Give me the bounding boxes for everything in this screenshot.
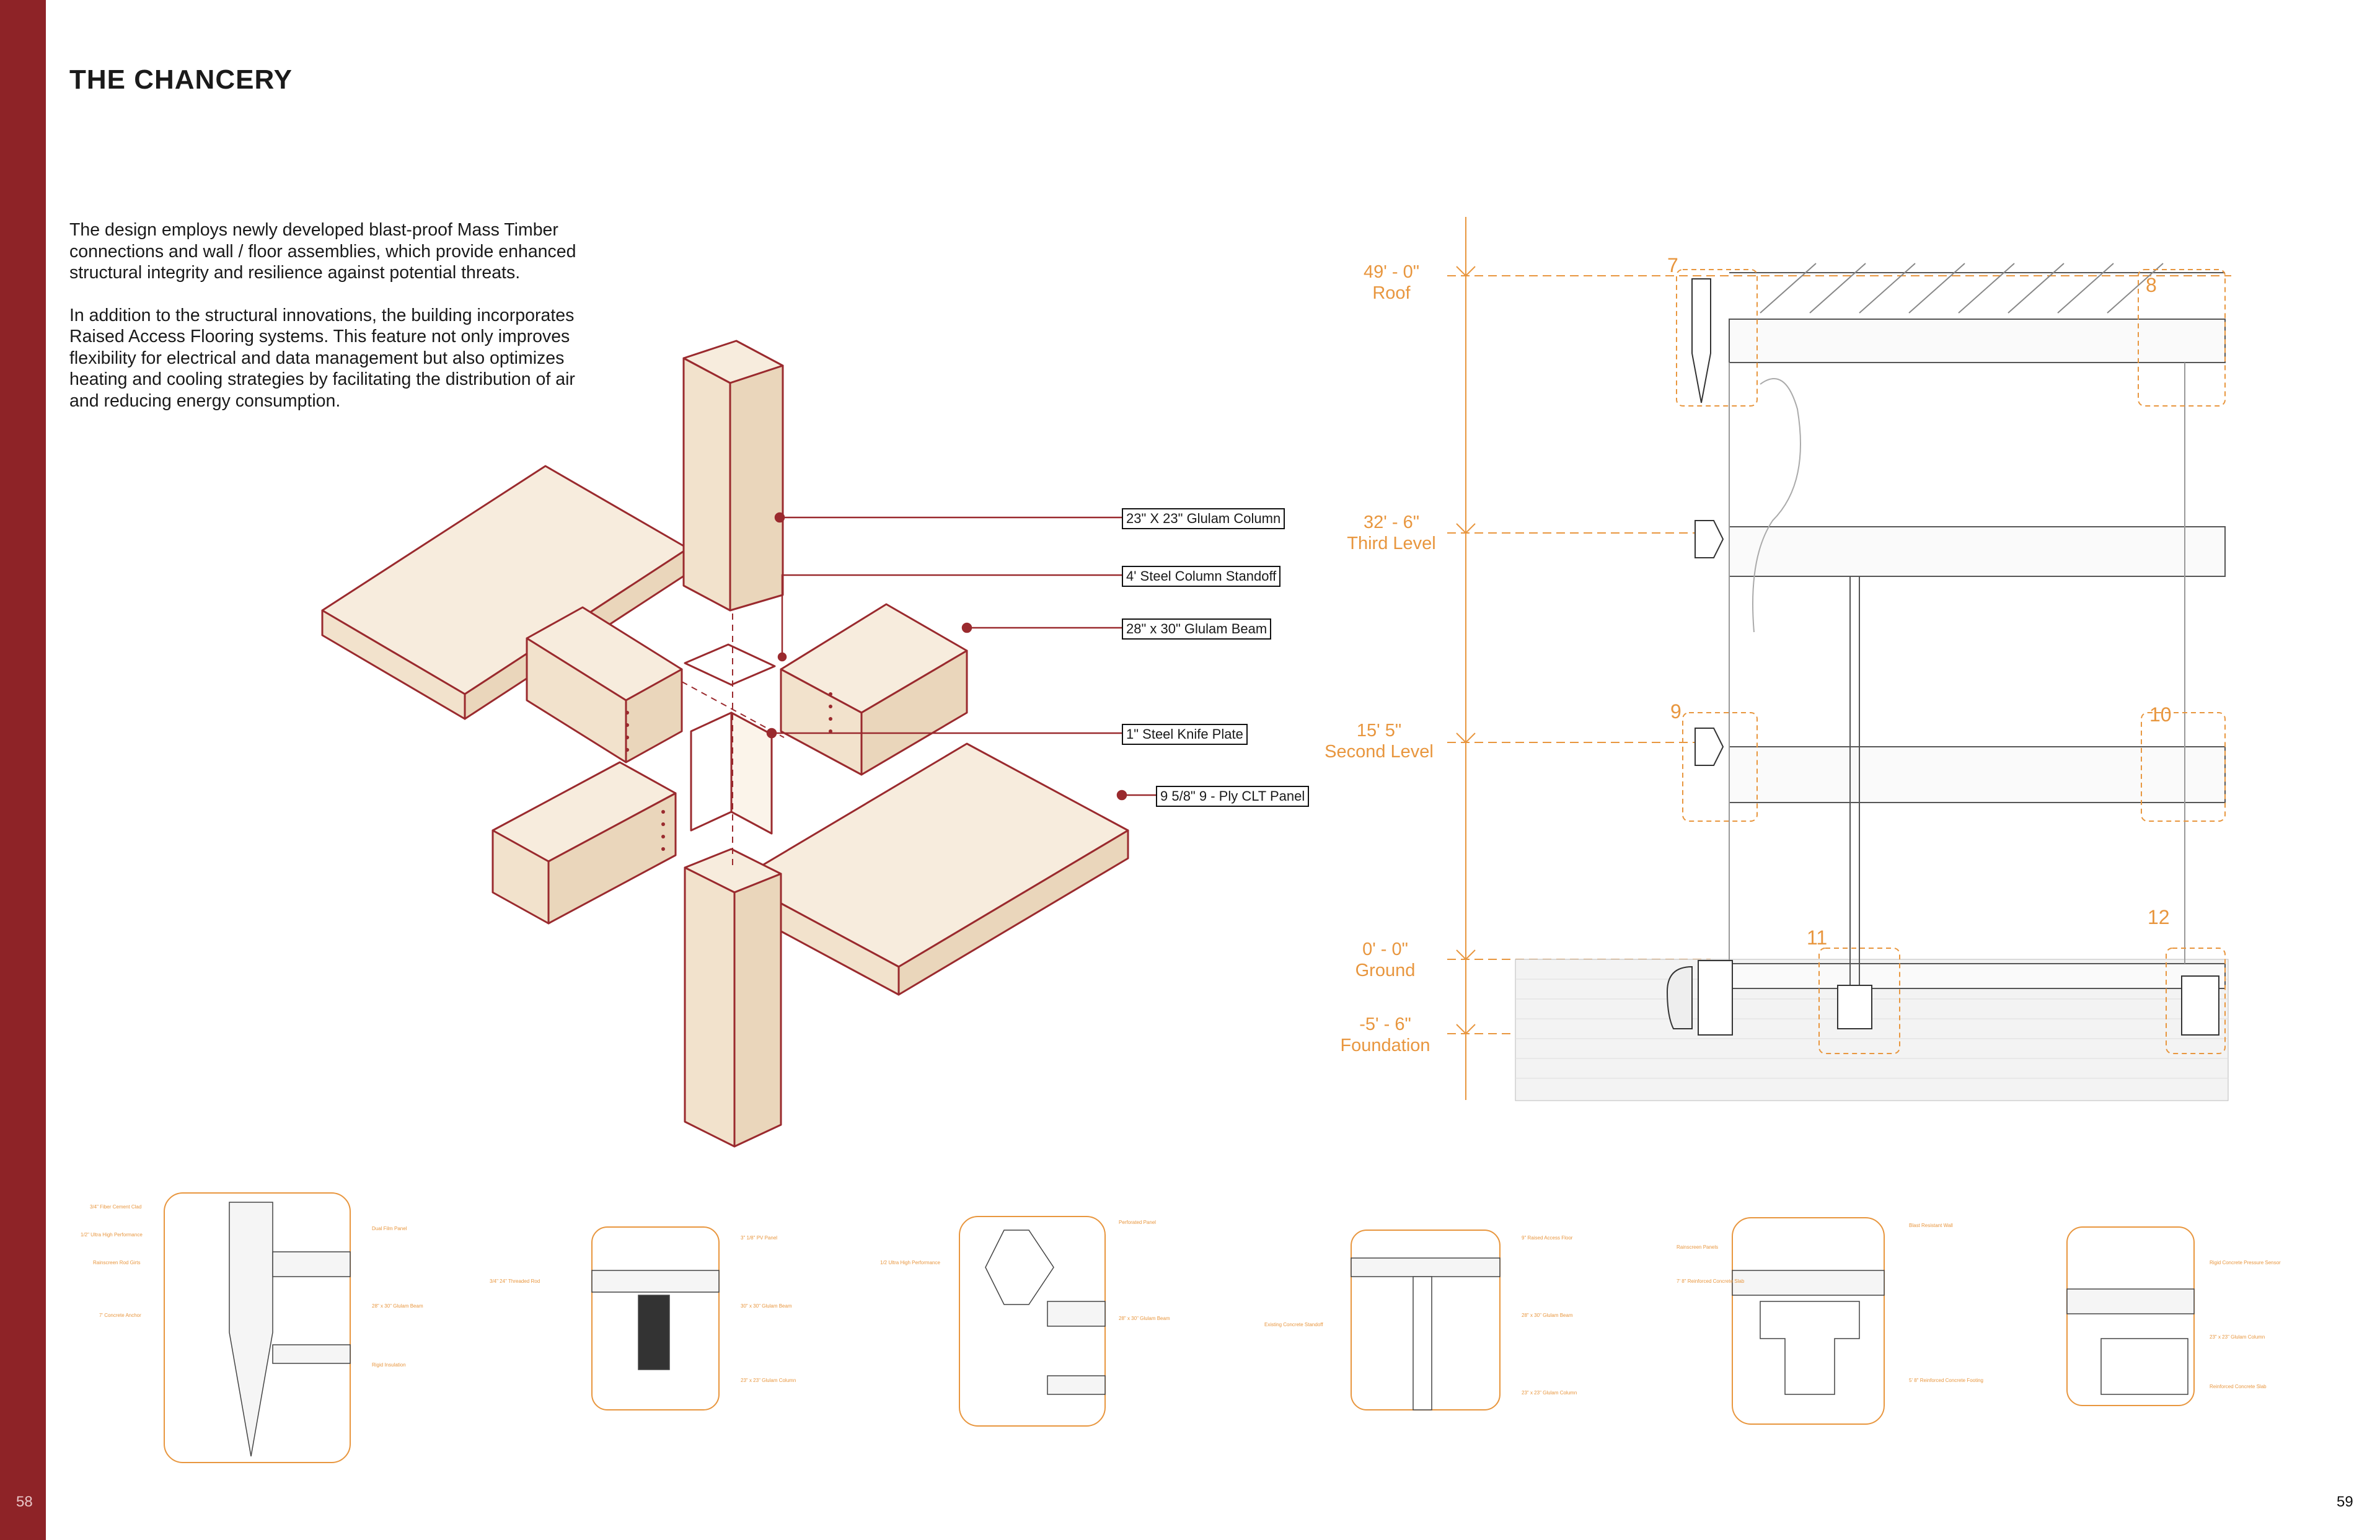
glulam-beam-right-side	[860, 649, 968, 776]
svg-text:Dual Film Panel: Dual Film Panel	[372, 1226, 407, 1231]
detail-frame-7	[164, 1192, 351, 1463]
svg-text:Blast Resistant Wall: Blast Resistant Wall	[1909, 1223, 1953, 1228]
svg-text:Perforated Panel: Perforated Panel	[1119, 1220, 1156, 1225]
detail-frame-8	[591, 1226, 720, 1410]
svg-text:Rainscreen Panels: Rainscreen Panels	[1677, 1244, 1718, 1250]
detail-number-7: 7	[1667, 254, 1678, 276]
level-elevation: 32' - 6"	[1364, 513, 1419, 532]
level-elevation: -5' - 6"	[1359, 1014, 1411, 1034]
svg-text:3/4" 24" Threaded Rod: 3/4" 24" Threaded Rod	[490, 1278, 540, 1284]
callout-glulam-beam: 28" x 30" Glulam Beam	[1122, 618, 1272, 640]
callout-clt-panel: 9 5/8" 9 - Ply CLT Panel	[1156, 786, 1310, 807]
page-number-right: 59	[2337, 1494, 2353, 1510]
svg-text:9" Raised Access Floor: 9" Raised Access Floor	[1522, 1235, 1573, 1241]
page-spine	[0, 0, 46, 1540]
svg-text:1/2" Ultra High Performance: 1/2" Ultra High Performance	[81, 1232, 143, 1238]
callout-knife-plate: 1" Steel Knife Plate	[1122, 724, 1248, 745]
level-name: Foundation	[1340, 1036, 1430, 1055]
page-number-left: 58	[16, 1494, 33, 1510]
svg-text:Existing Concrete Standoff: Existing Concrete Standoff	[1264, 1322, 1323, 1327]
level-foundation: -5' - 6" Foundation	[1317, 1014, 1453, 1056]
level-name: Ground	[1355, 961, 1416, 980]
level-elevation: 0' - 0"	[1362, 939, 1408, 959]
svg-text:23" x 23" Glulam Column: 23" x 23" Glulam Column	[1522, 1390, 1577, 1396]
axis-line-diagonal	[681, 681, 785, 738]
clt-panel-lower-right-side	[897, 829, 1129, 996]
level-name: Third Level	[1347, 534, 1436, 553]
svg-text:28" x 30" Glulam Beam: 28" x 30" Glulam Beam	[1522, 1313, 1573, 1318]
detail-number-8: 8	[2146, 274, 2157, 296]
svg-text:Rainscreen Rod Girts: Rainscreen Rod Girts	[93, 1260, 140, 1265]
facade-fin	[1691, 278, 1711, 403]
svg-text:Rigid Insulation: Rigid Insulation	[372, 1362, 406, 1368]
glulam-beam-front-left-side	[547, 792, 677, 925]
svg-text:Rigid Concrete Pressure Sensor: Rigid Concrete Pressure Sensor	[2210, 1260, 2281, 1265]
svg-text:7' 8" Reinforced Concrete Slab: 7' 8" Reinforced Concrete Slab	[1677, 1278, 1745, 1284]
steel-knife-plate-2	[730, 711, 773, 835]
detail-frame-11	[1732, 1217, 1885, 1425]
svg-text:5' 8" Reinforced Concrete Foot: 5' 8" Reinforced Concrete Footing	[1909, 1378, 1983, 1383]
level-third: 32' - 6" Third Level	[1323, 512, 1460, 554]
detail-frame-12	[2066, 1226, 2195, 1406]
svg-text:23" x 23" Glulam Column: 23" x 23" Glulam Column	[741, 1378, 796, 1383]
svg-text:7' Concrete Anchor: 7' Concrete Anchor	[99, 1313, 141, 1318]
detail-number-10: 10	[2149, 703, 2172, 726]
page-title: THE CHANCERY	[69, 64, 293, 95]
callout-steel-standoff: 4' Steel Column Standoff	[1122, 566, 1281, 587]
level-elevation: 15' 5"	[1356, 721, 1402, 741]
detail-number-11: 11	[1807, 926, 1828, 949]
intro-paragraph-2: In addition to the structural innovation…	[69, 305, 575, 411]
level-roof: 49' - 0" Roof	[1323, 262, 1460, 304]
glulam-column-lower-side	[733, 873, 782, 1148]
svg-text:3/4" Fiber Cement Clad: 3/4" Fiber Cement Clad	[90, 1204, 141, 1210]
detail-number-12: 12	[2148, 906, 2170, 928]
svg-text:Reinforced Concrete Slab: Reinforced Concrete Slab	[2210, 1384, 2267, 1389]
svg-text:23" x 23" Glulam Column: 23" x 23" Glulam Column	[2210, 1334, 2265, 1340]
svg-text:3" 1/8" PV Panel: 3" 1/8" PV Panel	[741, 1235, 777, 1241]
svg-text:28" x 30" Glulam Beam: 28" x 30" Glulam Beam	[1119, 1316, 1170, 1321]
level-ground: 0' - 0" Ground	[1317, 939, 1453, 981]
level-name: Second Level	[1324, 742, 1434, 762]
svg-text:1/2 Ultra High Performance: 1/2 Ultra High Performance	[880, 1260, 940, 1265]
svg-text:30" x 30" Glulam Beam: 30" x 30" Glulam Beam	[741, 1303, 792, 1309]
intro-paragraph-1: The design employs newly developed blast…	[69, 220, 576, 283]
level-elevation: 49' - 0"	[1364, 262, 1419, 282]
detail-number-9: 9	[1670, 700, 1681, 723]
intro-text: The design employs newly developed blast…	[69, 219, 609, 433]
steel-standoff-cap	[684, 643, 776, 686]
glulam-beam-left-end	[625, 668, 683, 763]
level-name: Roof	[1372, 283, 1411, 303]
svg-text:28" x 30" Glulam Beam: 28" x 30" Glulam Beam	[372, 1303, 423, 1309]
callout-glulam-column: 23" X 23" Glulam Column	[1122, 508, 1285, 529]
level-second: 15' 5" Second Level	[1311, 720, 1447, 762]
